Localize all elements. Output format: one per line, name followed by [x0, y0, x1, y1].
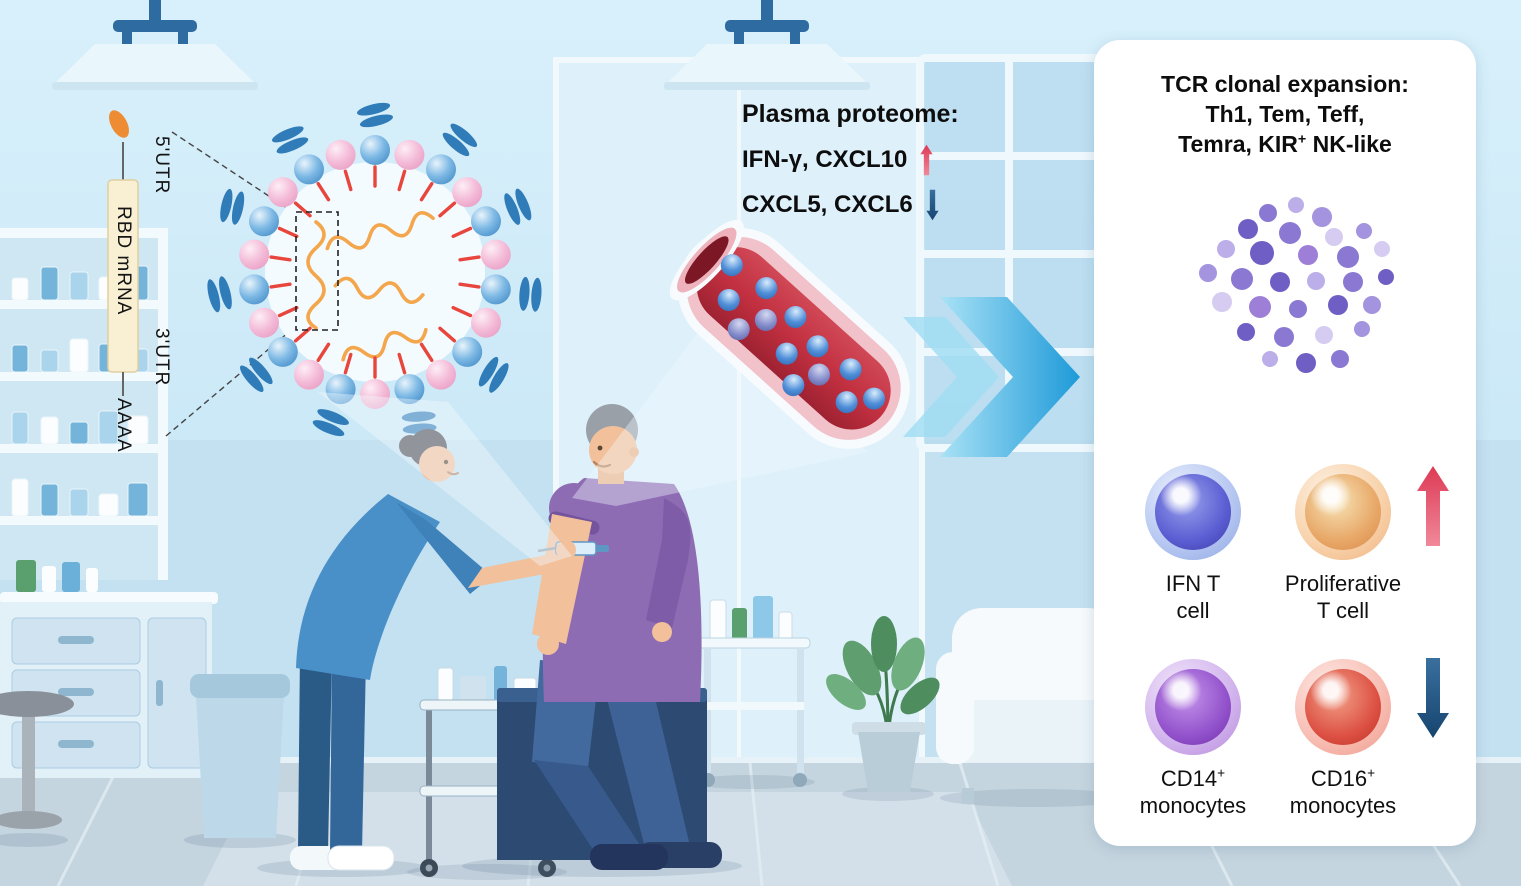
plasma-proteome-title: Plasma proteome:	[742, 100, 959, 128]
nurse	[290, 429, 609, 871]
down-arrow-icon	[926, 189, 939, 221]
up-arrow-icon	[920, 144, 933, 176]
plasma-proteome-block: Plasma proteome: IFN-γ, CXCL10 CXCL5, CX…	[742, 100, 959, 233]
mrna-cap	[109, 110, 129, 138]
results-panel: TCR clonal expansion: Th1, Tem, Teff, Te…	[1094, 40, 1476, 846]
ifn-t-cell	[1145, 464, 1241, 560]
flow-arrow-icon	[903, 297, 1080, 457]
ifn-t-cell-label: IFN T cell	[1165, 571, 1221, 624]
drawer-cabinet	[0, 560, 218, 778]
label-rbd-mrna: RBD mRNA	[113, 206, 134, 316]
increase-arrow-icon	[1417, 466, 1449, 546]
sofa	[936, 608, 1130, 807]
tcr-clones-scatter	[1199, 197, 1394, 373]
stool	[0, 691, 74, 847]
panel-title-line1: TCR clonal expansion:	[1161, 71, 1409, 97]
zoom-box	[295, 211, 339, 331]
trash-bin	[184, 674, 296, 848]
label-3utr: 3'UTR	[151, 328, 172, 387]
patient	[497, 404, 722, 870]
cd16-monocyte-cell	[1295, 659, 1391, 755]
cd16-monocytes-label: CD16+ monocytes	[1289, 765, 1397, 819]
cd14-monocyte-cell	[1145, 659, 1241, 755]
plasma-up-markers: IFN-γ, CXCL10	[742, 146, 908, 173]
mrna-strands	[306, 211, 435, 362]
plant	[826, 616, 940, 801]
panel-title: TCR clonal expansion: Th1, Tem, Teff, Te…	[1094, 40, 1476, 160]
decrease-arrow-icon	[1417, 658, 1449, 738]
medicine-cart	[691, 596, 815, 789]
ceiling-lamp	[52, 0, 258, 90]
panel-title-line2: Th1, Tem, Teff,	[1205, 100, 1365, 127]
panel-title-line3: Temra, KIR+ NK-like	[1178, 130, 1392, 157]
label-5utr: 5'UTR	[151, 136, 172, 195]
ceiling-lamp	[664, 0, 870, 90]
proliferative-t-cell-label: Proliferative T cell	[1284, 571, 1402, 624]
proliferative-t-cell	[1295, 464, 1391, 560]
cd14-monocytes-label: CD14+ monocytes	[1139, 765, 1247, 819]
label-polya: AAAA	[113, 398, 134, 453]
plasma-down-markers: CXCL5, CXCL6	[742, 191, 913, 218]
